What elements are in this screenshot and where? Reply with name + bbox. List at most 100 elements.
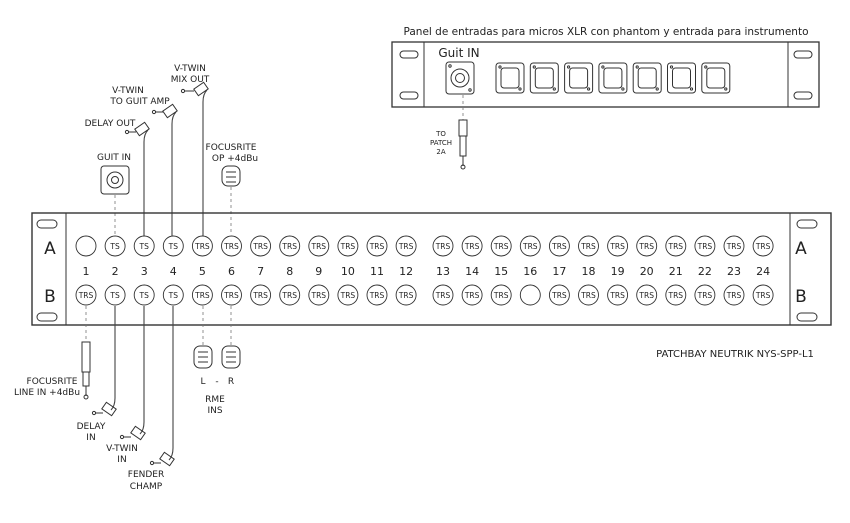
jack-socket[interactable] <box>578 284 599 306</box>
jack-b-11[interactable]: TRS <box>366 284 388 306</box>
jack-socket[interactable] <box>308 284 330 306</box>
jack-socket[interactable] <box>723 284 745 306</box>
jack-socket[interactable] <box>461 284 483 306</box>
jack-b-14[interactable]: TRS <box>461 284 483 306</box>
jack-socket[interactable] <box>308 235 330 257</box>
jack-a-20[interactable]: TRS <box>636 235 658 257</box>
jack-socket[interactable] <box>104 235 126 257</box>
jack-b-19[interactable]: TRS <box>607 284 629 306</box>
jack-b-9[interactable]: TRS <box>308 284 330 306</box>
jack-b-22[interactable]: TRS <box>694 284 716 306</box>
jack-b-7[interactable]: TRS <box>250 284 272 306</box>
jack-a-8[interactable]: TRS <box>279 235 301 257</box>
jack-type-label: TS <box>109 242 120 251</box>
jack-socket[interactable] <box>133 235 155 257</box>
jack-a-13[interactable]: TRS <box>432 235 454 257</box>
jack-socket[interactable] <box>578 235 599 257</box>
jack-socket[interactable] <box>490 235 512 257</box>
jack-a-22[interactable]: TRS <box>694 235 716 257</box>
guit-in-panel-label: Guit IN <box>438 46 479 60</box>
jack-socket[interactable] <box>607 235 629 257</box>
jack-b-17[interactable]: TRS <box>548 284 570 306</box>
jack-socket[interactable] <box>250 284 272 306</box>
jack-b-4[interactable]: TS <box>162 284 184 306</box>
jack-b-3[interactable]: TS <box>133 284 155 306</box>
jack-socket[interactable] <box>432 235 454 257</box>
jack-a-4[interactable]: TS <box>162 235 184 257</box>
jack-socket[interactable] <box>752 235 774 257</box>
jack-socket[interactable] <box>104 284 126 306</box>
jack-b-6[interactable]: TRS <box>221 284 242 306</box>
jack-b-20[interactable]: TRS <box>636 284 658 306</box>
jack-b-8[interactable]: TRS <box>279 284 301 306</box>
jack-socket[interactable] <box>366 235 388 257</box>
jack-socket[interactable] <box>75 235 97 257</box>
jack-socket[interactable] <box>250 235 272 257</box>
jack-a-7[interactable]: TRS <box>250 235 272 257</box>
jack-a-19[interactable]: TRS <box>607 235 629 257</box>
jack-socket[interactable] <box>395 284 417 306</box>
jack-socket[interactable] <box>395 235 417 257</box>
channel-number: 6 <box>228 265 235 278</box>
jack-socket[interactable] <box>162 284 184 306</box>
jack-socket[interactable] <box>279 235 301 257</box>
jack-a-17[interactable]: TRS <box>548 235 570 257</box>
jack-a-21[interactable]: TRS <box>665 235 687 257</box>
jack-a-9[interactable]: TRS <box>308 235 330 257</box>
jack-socket[interactable] <box>432 284 454 306</box>
jack-socket[interactable] <box>548 284 570 306</box>
jack-b-2[interactable]: TS <box>104 284 126 306</box>
jack-b-21[interactable]: TRS <box>665 284 687 306</box>
jack-b-16[interactable] <box>519 284 541 306</box>
jack-socket[interactable] <box>636 284 658 306</box>
jack-socket[interactable] <box>665 235 687 257</box>
jack-b-13[interactable]: TRS <box>432 284 454 306</box>
jack-socket[interactable] <box>519 235 541 257</box>
jack-socket[interactable] <box>694 235 716 257</box>
jack-a-16[interactable]: TRS <box>519 235 541 257</box>
jack-b-10[interactable]: TRS <box>337 284 359 306</box>
jack-socket[interactable] <box>519 284 541 306</box>
jack-socket[interactable] <box>665 284 687 306</box>
jack-socket[interactable] <box>191 284 213 306</box>
jack-socket[interactable] <box>191 235 213 257</box>
jack-a-2[interactable]: TS <box>104 235 126 257</box>
jack-socket[interactable] <box>279 284 301 306</box>
jack-socket[interactable] <box>221 235 242 257</box>
jack-socket[interactable] <box>337 284 359 306</box>
jack-b-23[interactable]: TRS <box>723 284 745 306</box>
jack-socket[interactable] <box>75 284 97 306</box>
jack-socket[interactable] <box>723 235 745 257</box>
jack-a-14[interactable]: TRS <box>461 235 483 257</box>
jack-socket[interactable] <box>221 284 242 306</box>
jack-a-10[interactable]: TRS <box>337 235 359 257</box>
jack-a-23[interactable]: TRS <box>723 235 745 257</box>
jack-socket[interactable] <box>366 284 388 306</box>
jack-b-24[interactable]: TRS <box>752 284 774 306</box>
jack-a-18[interactable]: TRS <box>578 235 599 257</box>
jack-b-5[interactable]: TRS <box>191 284 213 306</box>
jack-a-1[interactable] <box>75 235 97 257</box>
jack-socket[interactable] <box>607 284 629 306</box>
jack-a-11[interactable]: TRS <box>366 235 388 257</box>
jack-socket[interactable] <box>461 235 483 257</box>
jack-socket[interactable] <box>636 235 658 257</box>
jack-b-18[interactable]: TRS <box>578 284 599 306</box>
jack-b-12[interactable]: TRS <box>395 284 417 306</box>
jack-a-5[interactable]: TRS <box>191 235 213 257</box>
jack-b-15[interactable]: TRS <box>490 284 512 306</box>
jack-socket[interactable] <box>337 235 359 257</box>
jack-a-3[interactable]: TS <box>133 235 155 257</box>
jack-a-24[interactable]: TRS <box>752 235 774 257</box>
jack-socket[interactable] <box>162 235 184 257</box>
jack-socket[interactable] <box>694 284 716 306</box>
channel-number: 11 <box>370 265 384 278</box>
jack-a-6[interactable]: TRS <box>221 235 242 257</box>
jack-socket[interactable] <box>548 235 570 257</box>
jack-b-1[interactable]: TRS <box>75 284 97 306</box>
jack-socket[interactable] <box>490 284 512 306</box>
jack-socket[interactable] <box>133 284 155 306</box>
jack-a-15[interactable]: TRS <box>490 235 512 257</box>
jack-a-12[interactable]: TRS <box>395 235 417 257</box>
jack-socket[interactable] <box>752 284 774 306</box>
